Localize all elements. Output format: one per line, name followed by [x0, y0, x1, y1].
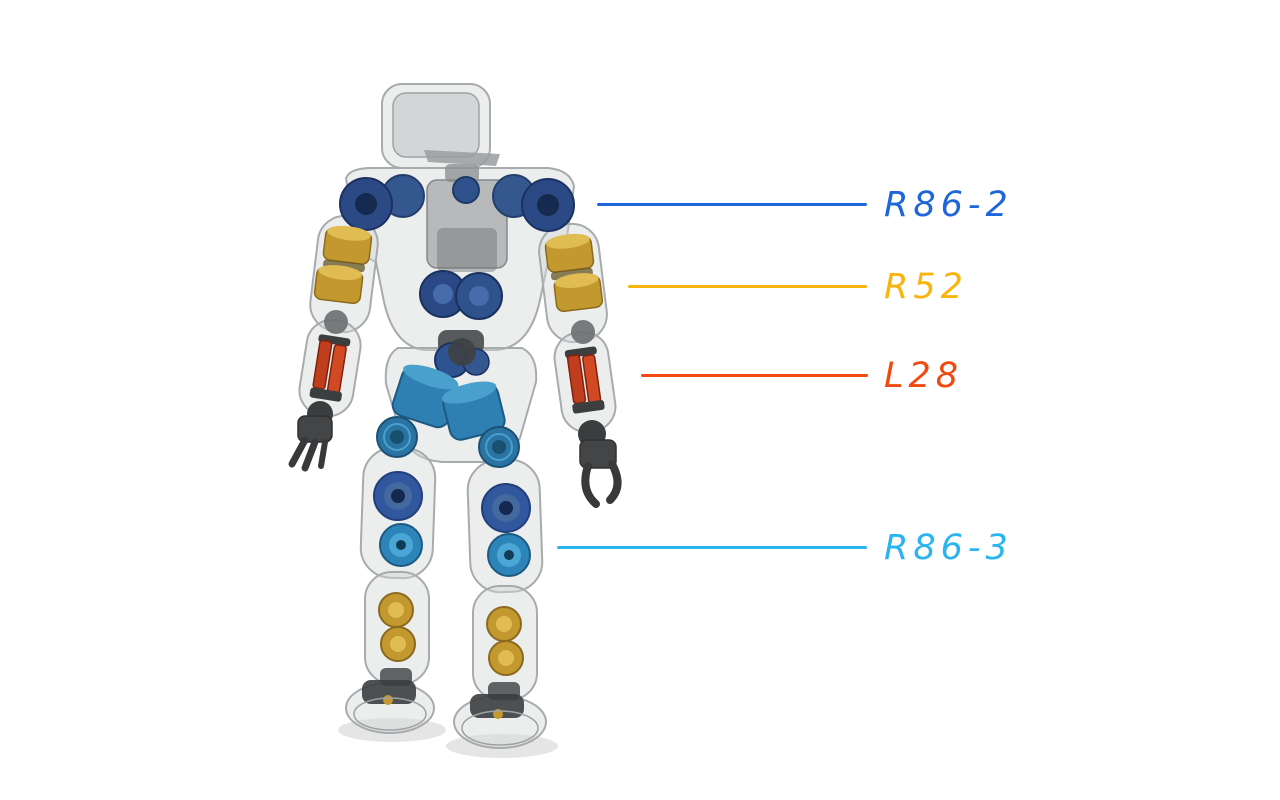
right-upper-arm-actuator	[544, 233, 604, 313]
callout-line-r86-3	[557, 546, 867, 549]
right-hand-gripper	[578, 420, 622, 508]
shin-actuators	[378, 592, 524, 676]
callout-label-r52: R52	[884, 267, 968, 307]
callout-label-r86-3: R86-3	[884, 528, 1013, 568]
callout-line-l28	[641, 374, 868, 377]
robot-head	[392, 92, 500, 182]
knee-actuators	[379, 523, 531, 577]
callout-label-l28: L28	[884, 356, 964, 396]
hip-actuators	[376, 338, 520, 468]
callout-label-r86-2: R86-2	[884, 185, 1013, 225]
left-forearm-actuator	[309, 334, 351, 402]
right-forearm-actuator	[564, 346, 605, 414]
elbow-joints	[324, 310, 595, 344]
callout-line-r86-2	[597, 203, 867, 206]
feet	[353, 668, 539, 746]
thigh-actuators	[373, 471, 531, 533]
left-hand-gripper	[288, 401, 333, 472]
left-upper-arm-actuator	[313, 225, 373, 305]
callout-line-r52	[628, 285, 867, 288]
shoulder-actuators	[339, 174, 575, 232]
